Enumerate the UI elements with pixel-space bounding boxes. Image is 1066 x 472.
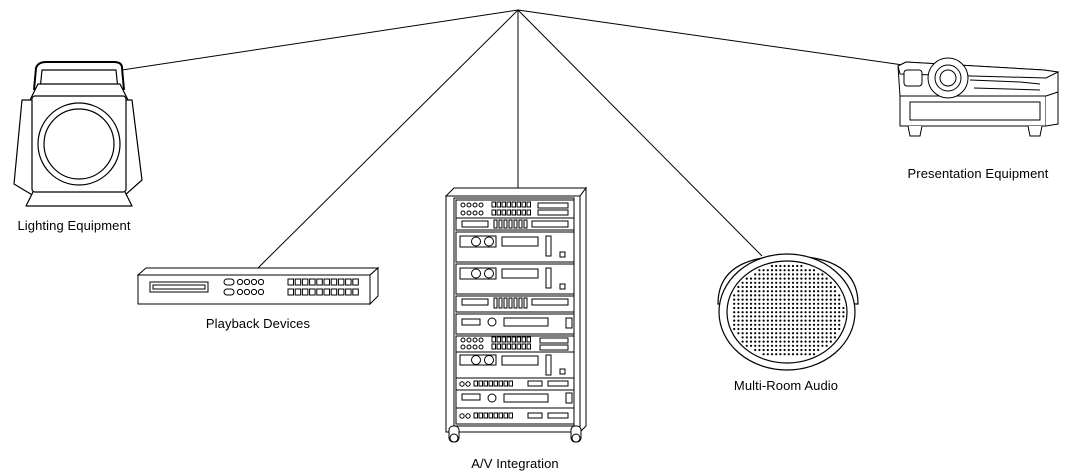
av-rack-icon: [446, 188, 586, 442]
playback-device-icon: [138, 268, 378, 304]
stage-light-icon: [14, 62, 142, 206]
line-to-playback: [258, 10, 518, 268]
projector-icon: [898, 58, 1058, 136]
lighting-equipment-label: Lighting Equipment: [17, 218, 131, 233]
presentation-equipment-label: Presentation Equipment: [907, 166, 1049, 181]
line-to-audio: [518, 10, 762, 256]
av-integration-label: A/V Integration: [471, 456, 559, 471]
line-to-lighting: [122, 10, 518, 70]
playback-devices-label: Playback Devices: [205, 316, 311, 331]
connector-lines: [122, 10, 910, 268]
ceiling-speaker-icon: [718, 254, 858, 370]
line-to-presentation: [518, 10, 910, 66]
multi-room-audio-label: Multi-Room Audio: [733, 378, 839, 393]
